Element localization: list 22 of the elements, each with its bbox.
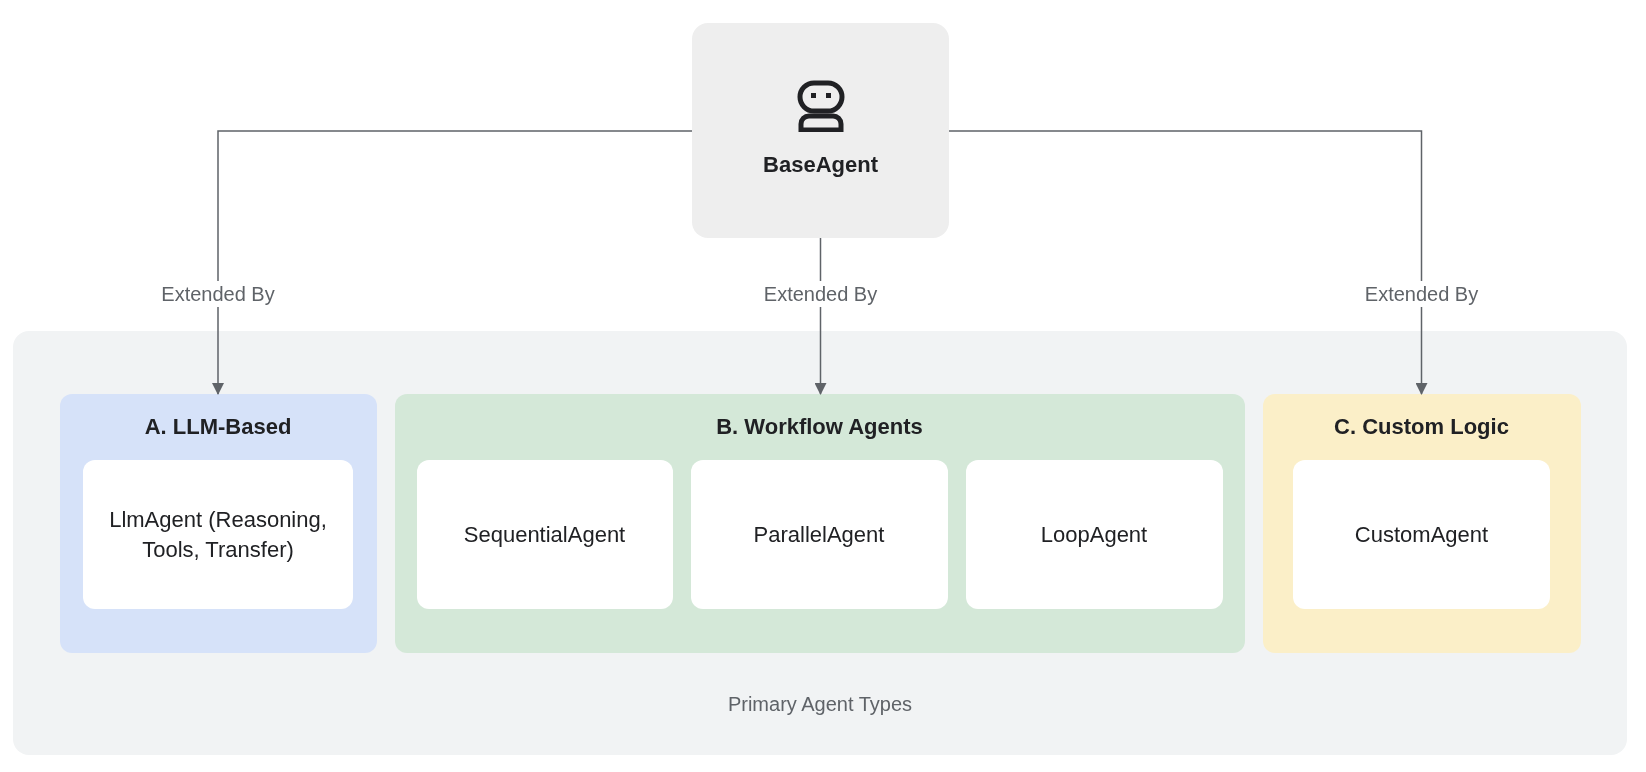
arrow: [212, 130, 693, 395]
class-box: [692, 23, 949, 238]
arrow: [948, 130, 1428, 395]
category-title: B. Workflow Agents: [716, 414, 923, 440]
category-panel: [394, 394, 1245, 653]
agent-box: [965, 460, 1223, 609]
agent-name: LoopAgent: [1040, 520, 1148, 549]
category-panel: [59, 394, 377, 653]
panel-caption: Primary Agent Types: [727, 692, 913, 717]
agent-name: LlmAgent (Reasoning, Tools, Transfer): [108, 505, 328, 564]
group-panel: [13, 331, 1627, 755]
category-title: A. LLM-Based: [144, 414, 292, 440]
agent-box: [83, 460, 353, 609]
agent-name: ParallelAgent: [753, 520, 885, 549]
category-panel: [1262, 394, 1581, 653]
agent-box: [690, 460, 948, 609]
agent-box: [416, 460, 673, 609]
agent-box: [1293, 460, 1550, 609]
agent-name: CustomAgent: [1354, 520, 1489, 549]
category-title: C. Custom Logic: [1334, 414, 1509, 440]
agent-name: SequentialAgent: [463, 520, 626, 549]
node-title: BaseAgent: [763, 151, 878, 179]
